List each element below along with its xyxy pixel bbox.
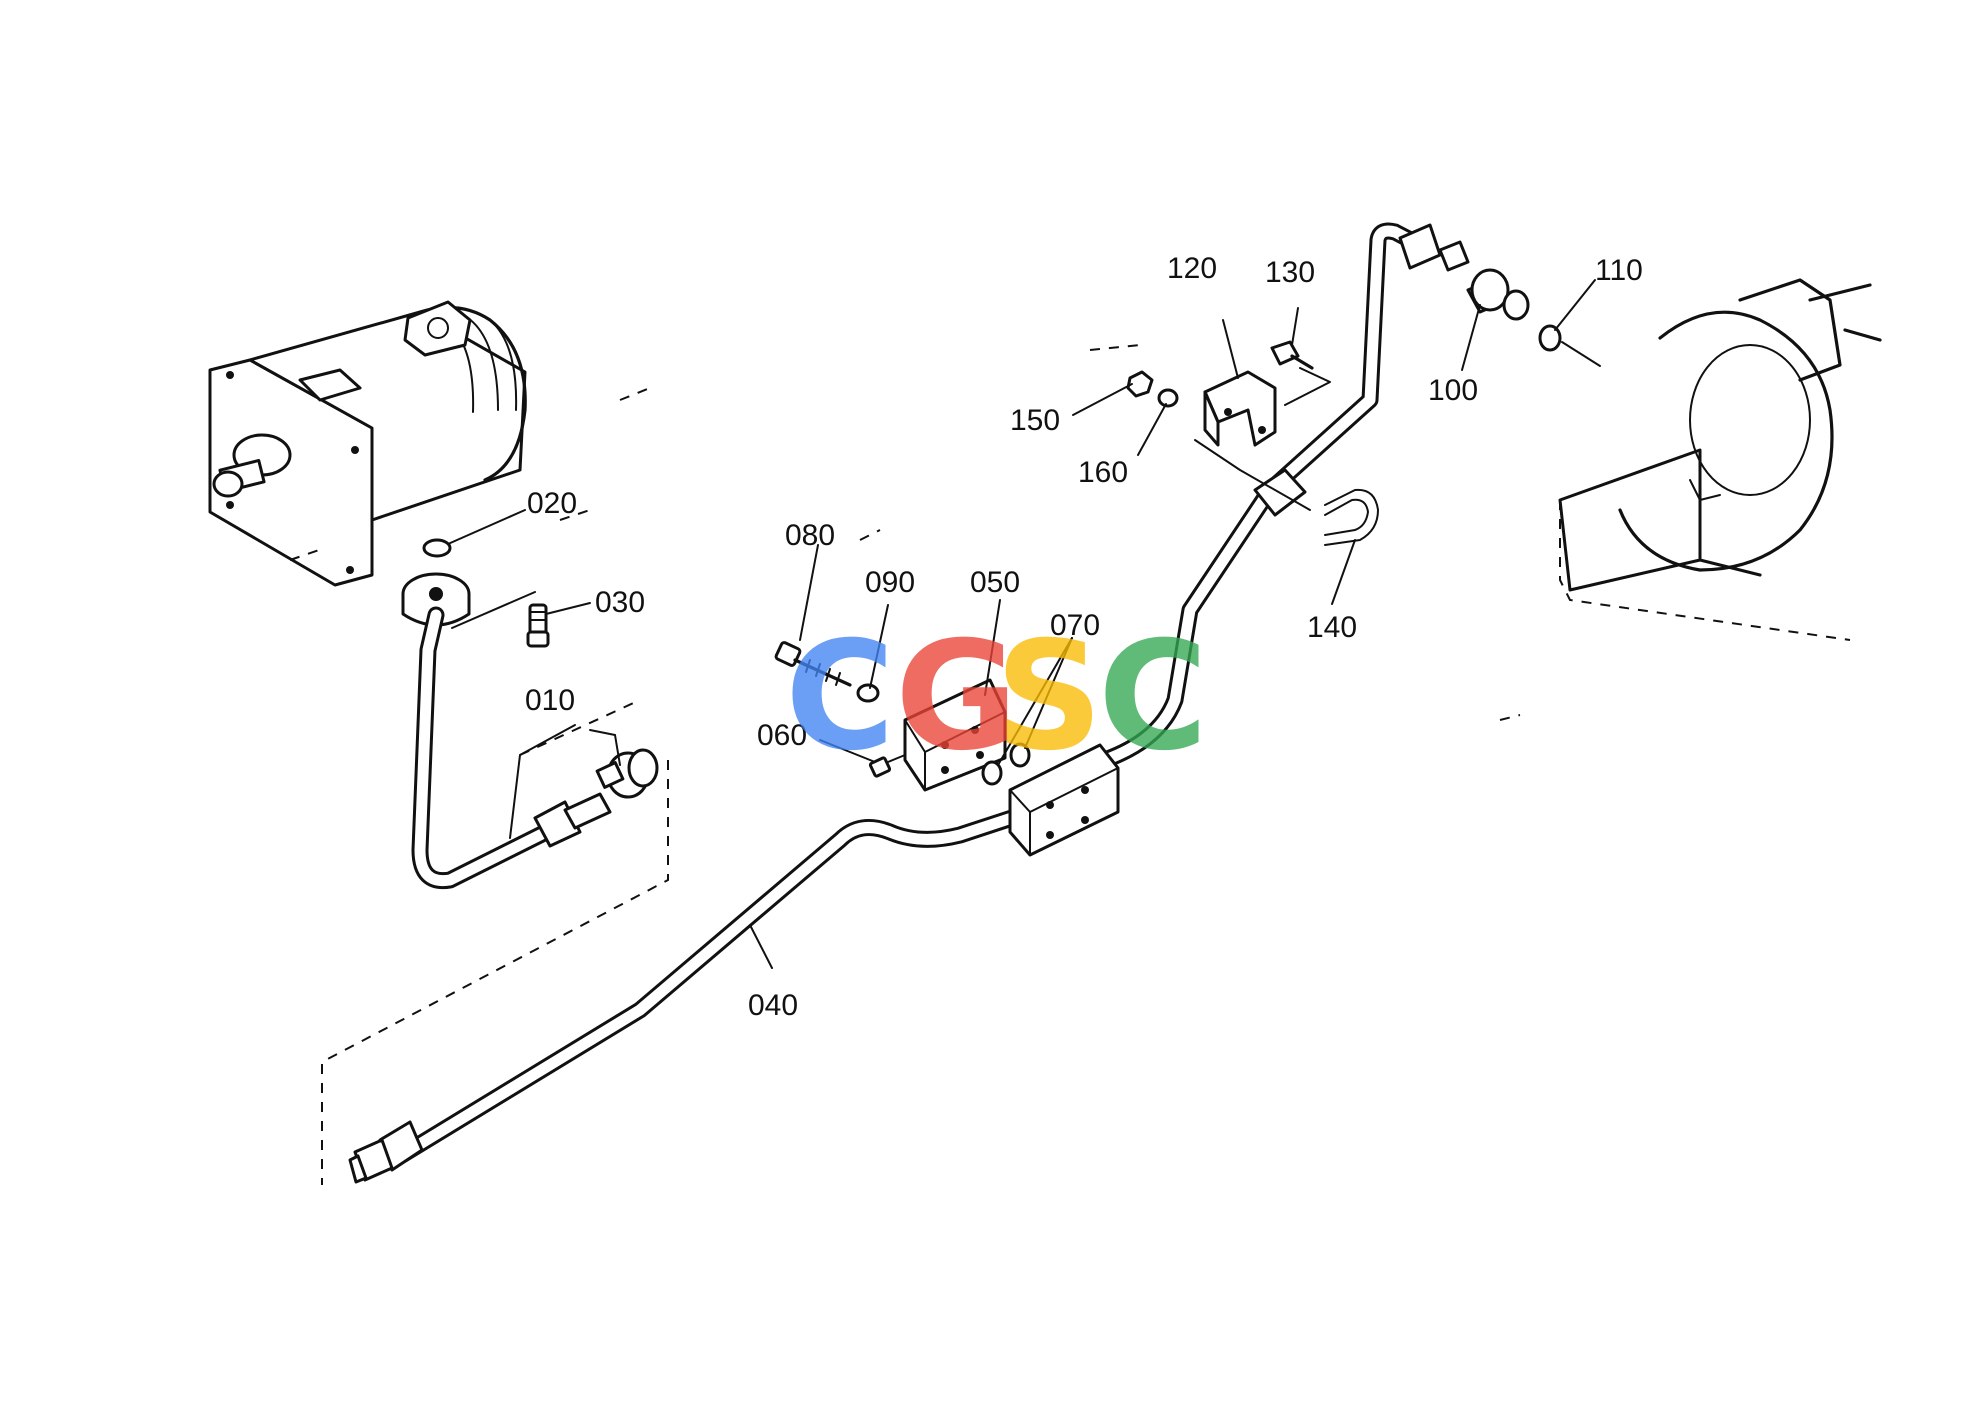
callout-030: 030 xyxy=(595,586,645,619)
callout-labels: 010 020 030 040 050 060 070 080 090 100 … xyxy=(525,252,1643,1022)
watermark-letter-s: S xyxy=(995,610,1103,784)
callout-120: 120 xyxy=(1167,252,1217,285)
nut-150 xyxy=(1126,370,1154,398)
callout-070: 070 xyxy=(1050,609,1100,642)
block-main xyxy=(1008,743,1120,857)
o-rings-070 xyxy=(981,742,1031,786)
callout-150: 150 xyxy=(1010,404,1060,437)
bolt-030 xyxy=(526,603,550,648)
watermark: C G S C xyxy=(785,610,1208,784)
u-bolt-140 xyxy=(1324,488,1379,546)
washer-160 xyxy=(1157,388,1179,408)
bracket-120 xyxy=(1203,370,1277,447)
block-050 xyxy=(903,678,1007,792)
o-ring-110 xyxy=(1538,324,1562,352)
callout-080: 080 xyxy=(785,519,835,552)
o-ring-020 xyxy=(422,538,452,558)
transmission-housing xyxy=(1558,278,1882,641)
phantom-line-010 xyxy=(321,699,669,1185)
watermark-letter-c2: C xyxy=(1098,610,1208,784)
callout-160: 160 xyxy=(1078,456,1128,489)
callout-100: 100 xyxy=(1428,374,1478,407)
pipe-010 xyxy=(411,606,659,890)
callout-040: 040 xyxy=(748,989,798,1022)
bolt-080 xyxy=(774,641,852,687)
washer-090 xyxy=(856,683,880,703)
watermark-letter-g: G xyxy=(895,610,1018,784)
phantom-dashes xyxy=(289,344,1521,721)
pipe-040 xyxy=(348,803,1039,1184)
callout-050: 050 xyxy=(970,566,1020,599)
hydraulic-pump xyxy=(208,300,527,587)
callout-130: 130 xyxy=(1265,256,1315,289)
callout-020: 020 xyxy=(527,487,577,520)
callout-110: 110 xyxy=(1595,254,1643,287)
callout-140: 140 xyxy=(1307,611,1357,644)
bolt-130 xyxy=(1270,340,1314,370)
callout-060: 060 xyxy=(757,719,807,752)
watermark-letter-c1: C xyxy=(785,610,895,784)
leader-lines xyxy=(447,279,1596,969)
callout-090: 090 xyxy=(865,566,915,599)
fitting-100 xyxy=(1398,223,1530,321)
callout-010: 010 xyxy=(525,684,575,717)
